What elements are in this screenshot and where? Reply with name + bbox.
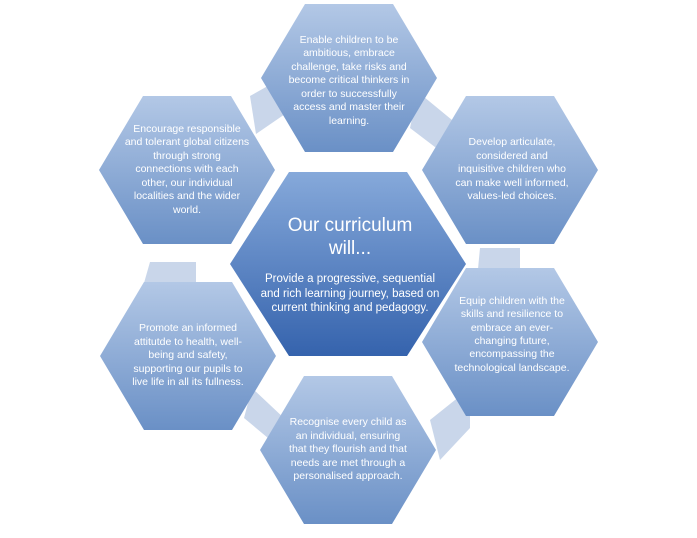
hexagon-upper-left bbox=[99, 96, 275, 244]
hexagon-center bbox=[230, 172, 466, 356]
hexagon-lower-right bbox=[422, 268, 598, 416]
node-text-lower-right: Equip children with the skills and resil… bbox=[454, 294, 570, 374]
center-title: Our curriculum will... bbox=[287, 215, 413, 259]
hexagon-layer bbox=[99, 4, 598, 524]
center-body: Provide a progressive, sequential and ri… bbox=[260, 273, 440, 314]
node-text-lower-left: Promote an informed attitutde to health,… bbox=[132, 322, 244, 389]
node-text-upper-right: Develop articulate, considered and inqui… bbox=[455, 136, 569, 203]
hexagon-lower-left bbox=[100, 282, 276, 430]
connector-lower-right-bottom bbox=[430, 388, 470, 460]
hexagon-top bbox=[261, 4, 437, 152]
node-text-top: Enable children to be ambitious, embrace… bbox=[288, 34, 410, 127]
hexagon-bottom bbox=[260, 376, 436, 524]
node-text-upper-left: Encourage responsible and tolerant globa… bbox=[124, 123, 250, 216]
node-text-bottom: Recognise every child as an individual, … bbox=[289, 416, 407, 483]
hexagon-upper-right bbox=[422, 96, 598, 244]
